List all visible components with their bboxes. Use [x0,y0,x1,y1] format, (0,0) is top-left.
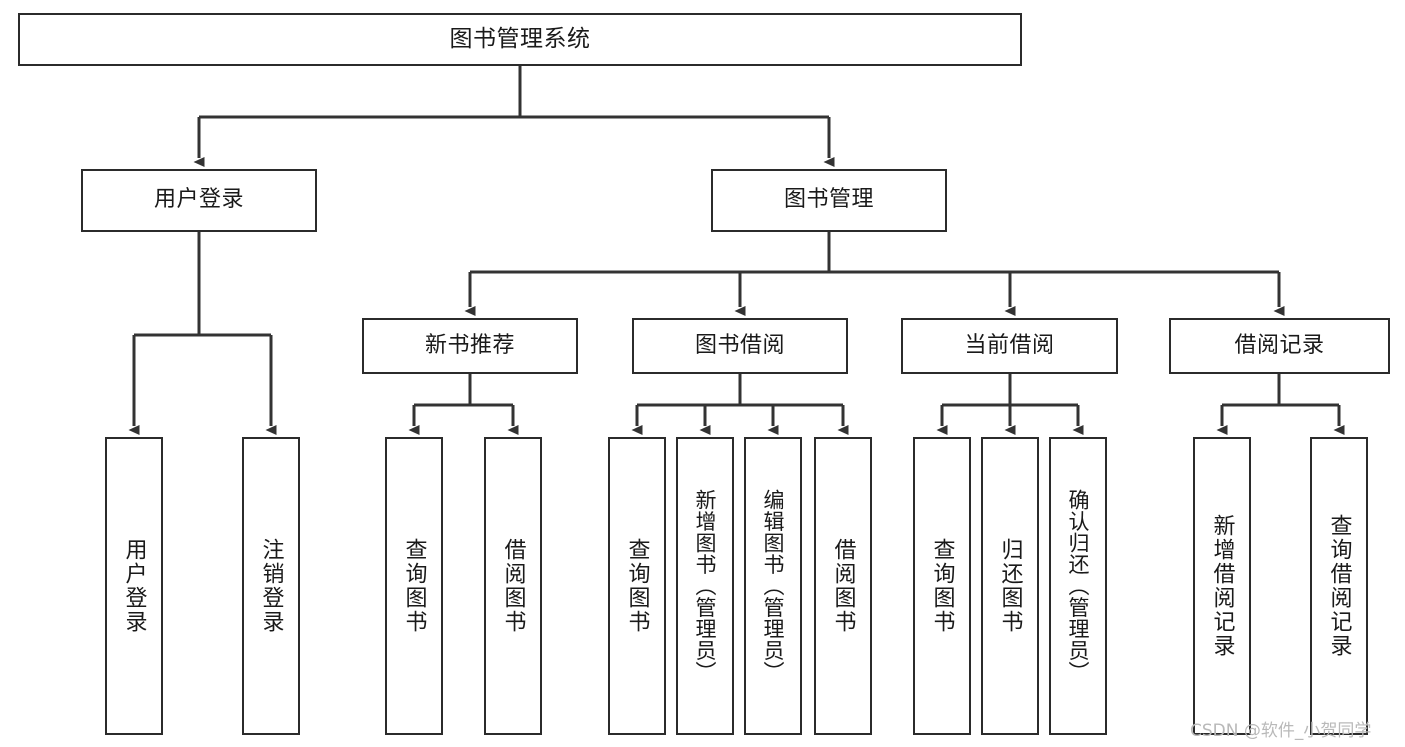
node-new-book-recommendation[interactable]: 新书推荐 [362,318,578,374]
node-label: 图书管理 [783,187,874,213]
node-label: 图书借阅 [694,332,785,358]
node-label: 新增图书（管理员） [693,489,718,683]
node-label: 归还图书 [997,538,1023,634]
node-label: 查询图书 [401,538,427,634]
node-label: 查询图书 [624,538,650,634]
node-label: 注销登录 [258,538,284,634]
leaf-query-book-3[interactable]: 查询图书 [913,437,971,735]
leaf-confirm-return-admin[interactable]: 确认归还（管理员） [1049,437,1107,735]
node-label: 用户登录 [121,538,147,634]
leaf-query-borrow-record[interactable]: 查询借阅记录 [1310,437,1368,735]
node-label: 查询图书 [929,538,955,634]
leaf-add-borrow-record[interactable]: 新增借阅记录 [1193,437,1251,735]
node-label: 查询借阅记录 [1326,514,1352,658]
leaf-query-book-2[interactable]: 查询图书 [608,437,666,735]
leaf-borrow-book-1[interactable]: 借阅图书 [484,437,542,735]
leaf-return-book[interactable]: 归还图书 [981,437,1039,735]
node-label: 图书管理系统 [449,25,591,52]
leaf-query-book-1[interactable]: 查询图书 [385,437,443,735]
node-borrowing-records[interactable]: 借阅记录 [1169,318,1390,374]
node-label: 新增借阅记录 [1209,514,1235,658]
leaf-add-book-admin[interactable]: 新增图书（管理员） [676,437,734,735]
node-label: 确认归还（管理员） [1066,489,1091,683]
node-user-login[interactable]: 用户登录 [81,169,317,232]
node-root-book-management-system[interactable]: 图书管理系统 [18,13,1022,66]
node-label: 借阅图书 [830,538,856,634]
leaf-logout[interactable]: 注销登录 [242,437,300,735]
node-label: 借阅记录 [1234,332,1325,358]
node-current-borrowing[interactable]: 当前借阅 [901,318,1118,374]
node-book-borrowing[interactable]: 图书借阅 [632,318,848,374]
leaf-user-login[interactable]: 用户登录 [105,437,163,735]
node-book-management[interactable]: 图书管理 [711,169,947,232]
csdn-watermark: CSDN @软件_小贺同学 [1190,721,1372,741]
leaf-edit-book-admin[interactable]: 编辑图书（管理员） [744,437,802,735]
node-label: 借阅图书 [500,538,526,634]
node-label: 编辑图书（管理员） [761,489,786,683]
node-label: 当前借阅 [964,332,1055,358]
node-label: 用户登录 [153,187,244,213]
node-label: 新书推荐 [424,332,515,358]
leaf-borrow-book-2[interactable]: 借阅图书 [814,437,872,735]
